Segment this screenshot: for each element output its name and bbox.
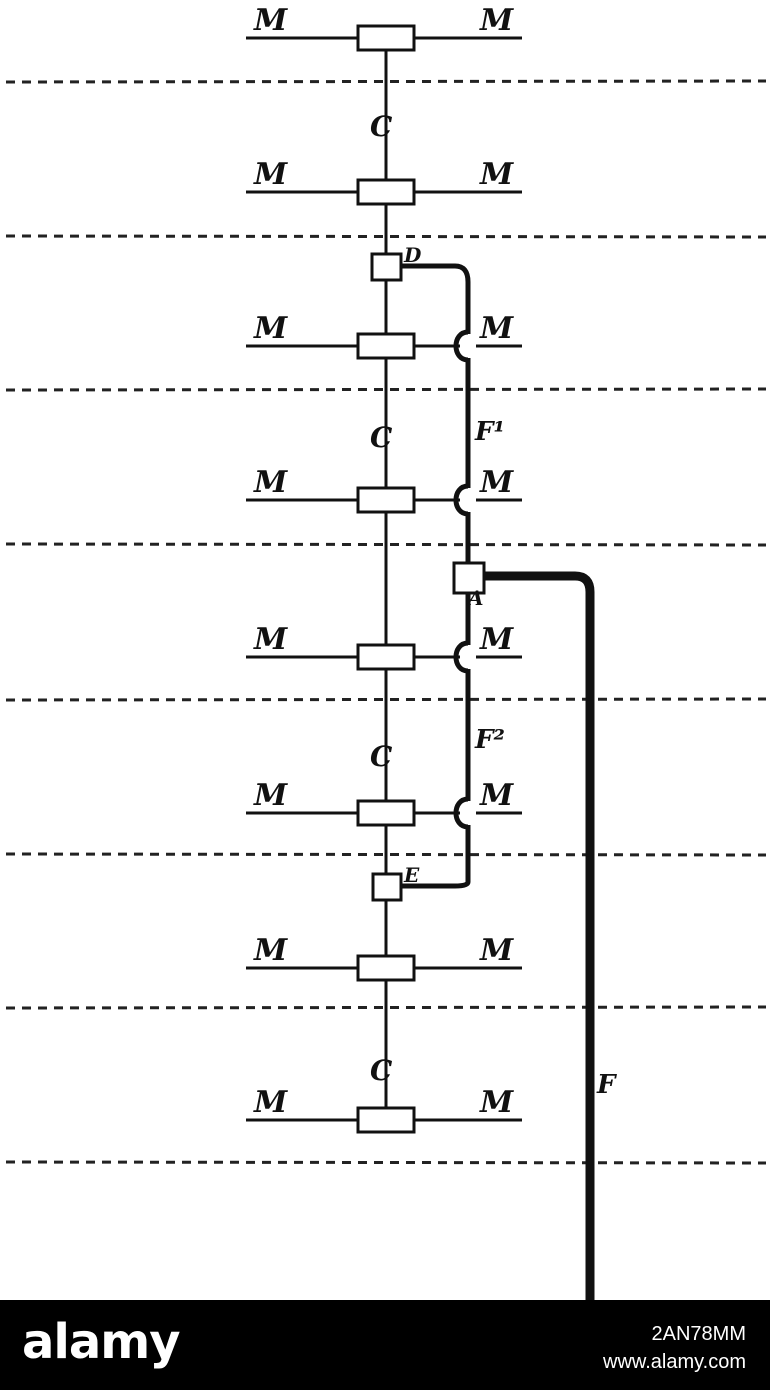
cutout-box-4: [356, 486, 416, 514]
label-m-left-4: M: [253, 465, 288, 500]
main-feeder-path: [484, 571, 595, 1300]
label-m-right-4: M: [479, 465, 514, 500]
label-m-right-8: M: [479, 1085, 514, 1120]
label-m-right-5: M: [479, 622, 514, 657]
label-c-3: C: [370, 740, 393, 773]
crossover-gap-4: [460, 488, 476, 512]
cutout-box-6: [356, 799, 416, 827]
cutout-box-8: [356, 1106, 416, 1134]
stock-watermark-bar: alamy 2AN78MM www.alamy.com: [0, 1300, 770, 1390]
crossover-hop-3: [453, 329, 469, 363]
cutout-box-5: [356, 643, 416, 671]
watermark-logo: alamy: [22, 1314, 181, 1370]
label-m-left-3: M: [253, 311, 288, 346]
label-m-left-5: M: [253, 622, 288, 657]
label-c-2: C: [370, 421, 393, 454]
label-m-right-7: M: [479, 933, 514, 968]
label-e: E: [403, 863, 420, 887]
label-m-right-3: M: [479, 311, 514, 346]
label-f: F: [596, 1070, 617, 1100]
crossover-hop-5: [453, 640, 469, 674]
cutout-box-2: [356, 178, 416, 206]
junction-box-e: [371, 872, 403, 902]
label-m-left-6: M: [253, 778, 288, 813]
junction-boxes: [370, 252, 486, 902]
watermark-image-id: 2AN78MM: [651, 1323, 746, 1345]
label-m-left-2: M: [253, 157, 288, 192]
label-c-1: C: [370, 110, 393, 143]
label-f1: F¹: [474, 417, 505, 447]
crossover-gap-3: [460, 334, 476, 358]
crossover-hop-4: [453, 483, 469, 517]
junction-box-a: [452, 561, 486, 595]
cutout-box-3: [356, 332, 416, 360]
label-a: A: [466, 586, 484, 610]
junction-box-d: [370, 252, 403, 282]
label-m-right-2: M: [479, 157, 514, 192]
label-d: D: [403, 243, 422, 267]
floor-divider-8: [5, 1160, 767, 1165]
diagram-labels: C C C C D A E F¹ F² F: [370, 110, 617, 1100]
crossover-hop-6: [453, 796, 469, 830]
label-m-left-8: M: [253, 1085, 288, 1120]
label-m-left-7: M: [253, 933, 288, 968]
watermark-url: www.alamy.com: [603, 1351, 746, 1373]
label-m-left-1: M: [253, 3, 288, 38]
label-m-right-1: M: [479, 3, 514, 38]
label-c-4: C: [370, 1054, 393, 1087]
label-m-right-6: M: [479, 778, 514, 813]
cutout-box-1: [356, 24, 416, 52]
crossover-gap-5: [460, 645, 476, 669]
crossover-gap-6: [460, 801, 476, 825]
cutout-box-7: [356, 954, 416, 982]
label-f2: F²: [474, 725, 505, 755]
